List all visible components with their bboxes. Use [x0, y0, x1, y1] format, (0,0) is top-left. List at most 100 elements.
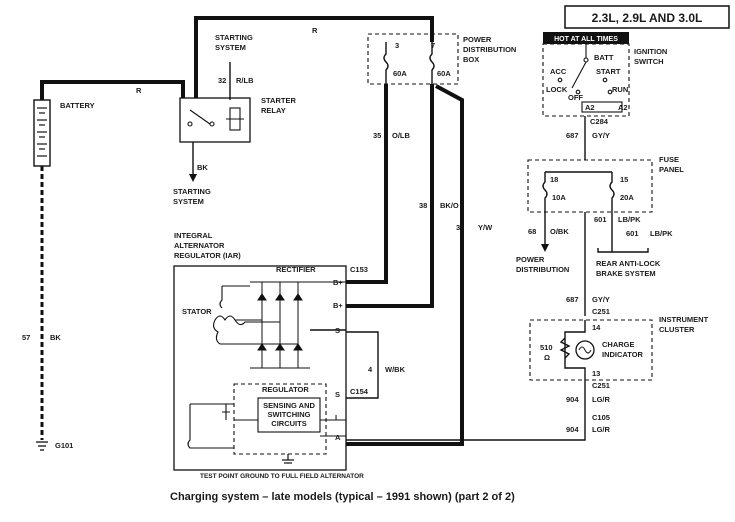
fuse-panel-label-2: PANEL [659, 165, 684, 174]
wire-label-601b: 601 [626, 229, 639, 238]
connector-c284: C284 [590, 117, 609, 126]
terminal-s-2: S [335, 390, 340, 399]
starter-relay-label-2: RELAY [261, 106, 286, 115]
instrument-cluster-label-2: CLUSTER [659, 325, 695, 334]
diagram-caption: Charging system – late models (typical –… [170, 491, 515, 503]
fuse-3-number: 3 [395, 41, 399, 50]
sensing-circuit-box [257, 397, 321, 433]
terminal-a: A [335, 433, 341, 442]
connector-c153: C153 [350, 265, 368, 274]
wire-label-904a: 904 [566, 395, 579, 404]
connector-c251-top: C251 [592, 307, 610, 316]
ignition-switch-contacts [557, 44, 623, 113]
wire-label-68: 68 [528, 227, 536, 236]
wire-4-w-bk [346, 331, 379, 399]
battery-cells [37, 107, 47, 157]
terminal-14: 14 [592, 323, 601, 332]
connector-c251-bottom: C251 [592, 381, 610, 390]
wire-label-r-top: R [312, 26, 318, 35]
connector-c105: C105 [592, 413, 610, 422]
starting-system-bottom-line1: STARTING [173, 187, 211, 196]
power-dist-label-2: DISTRIBUTION [516, 265, 569, 274]
ignition-label-2: SWITCH [634, 57, 664, 66]
hot-at-all-times-box [543, 32, 629, 44]
terminal-i: I [335, 413, 337, 422]
connector-c154: C154 [350, 387, 369, 396]
charge-indicator-label-1: CHARGE [602, 340, 635, 349]
fuse-15-rating: 20A [620, 193, 634, 202]
pdb-label-3: BOX [463, 55, 479, 64]
sensing-label-1: SENSING AND [263, 401, 315, 410]
wire-38-bk-o [346, 84, 434, 308]
cluster-circuit [564, 320, 586, 380]
regulator-box [233, 383, 327, 455]
wire-35-o-lb [346, 84, 388, 284]
wire-label-lg-r-a: LG/R [592, 395, 610, 404]
iar-label-3: REGULATOR (IAR) [174, 251, 241, 260]
fuse-18-number: 18 [550, 175, 558, 184]
ign-a2-left: A2 [585, 103, 595, 112]
ground-label: G101 [55, 441, 73, 450]
wire-label-lb-pk-a: LB/PK [618, 215, 641, 224]
wire-label-w-bk: W/BK [385, 365, 406, 374]
ign-off: OFF [568, 93, 583, 102]
regulator-field-circuit [187, 403, 346, 449]
wire-label-bk-battery: BK [50, 333, 61, 342]
ground-symbol [36, 441, 48, 451]
stator-windings [212, 315, 298, 345]
wire-label-o-bk: O/BK [550, 227, 569, 236]
starting-system-top-line1: STARTING [215, 33, 253, 42]
fuse-18-rating: 10A [552, 193, 566, 202]
pdb-label-2: DISTRIBUTION [463, 45, 516, 54]
resistor-value: 510 [540, 343, 553, 352]
arrow-starting-system [189, 174, 197, 182]
wire-label-38: 38 [419, 201, 427, 210]
pdb-label-1: POWER [463, 35, 492, 44]
wire-36-y-w [346, 84, 464, 446]
wire-label-32: 32 [218, 76, 226, 85]
wire-label-r-lb: R/LB [236, 76, 254, 85]
wire-label-o-lb: O/LB [392, 131, 410, 140]
rectifier-diodes [250, 281, 346, 369]
wire-r-battery [40, 80, 185, 100]
wire-label-687b: 687 [566, 295, 579, 304]
wire-label-4: 4 [368, 365, 373, 374]
model-header-box [564, 5, 730, 29]
fuse-15-symbol [609, 172, 615, 212]
wire-label-57: 57 [22, 333, 30, 342]
wire-label-lb-pk-b: LB/PK [650, 229, 673, 238]
fuse-7-rating: 60A [437, 69, 451, 78]
fuse-panel-box [527, 159, 653, 213]
instrument-cluster-label-1: INSTRUMENT [659, 315, 709, 324]
battery-label: BATTERY [60, 101, 95, 110]
stator-label: STATOR [182, 307, 212, 316]
lamp-filament [578, 346, 592, 354]
model-header: 2.3L, 2.9L AND 3.0L [592, 11, 703, 25]
sensing-label-3: CIRCUITS [271, 419, 306, 428]
fuse-7-symbol [429, 42, 435, 84]
ign-lock: LOCK [546, 85, 568, 94]
terminal-b-plus-1: B+ [333, 278, 343, 287]
wire-label-35: 35 [373, 131, 381, 140]
fuse-3-rating: 60A [393, 69, 407, 78]
ignition-label-1: IGNITION [634, 47, 667, 56]
ign-acc: ACC [550, 67, 567, 76]
rectifier-label: RECTIFIER [276, 265, 316, 274]
sensing-label-2: SWITCHING [268, 410, 311, 419]
wire-601-lb-pk [597, 212, 649, 253]
fuse-3-symbol [383, 42, 389, 84]
wire-label-bk-o: BK/O [440, 201, 459, 210]
starting-system-bottom-line2: SYSTEM [173, 197, 204, 206]
regulator-label: REGULATOR [262, 385, 309, 394]
starting-system-top-line2: SYSTEM [215, 43, 246, 52]
starter-relay-box [179, 97, 251, 143]
ign-run: RUN [612, 85, 628, 94]
wire-label-bk-relay: BK [197, 163, 208, 172]
wire-label-904b: 904 [566, 425, 579, 434]
rear-abs-label-2: BRAKE SYSTEM [596, 269, 656, 278]
wire-r-top [194, 16, 434, 98]
iar-label-2: ALTERNATOR [174, 241, 225, 250]
relay-contacts [187, 107, 244, 131]
wire-label-gy-y-b: GY/Y [592, 295, 610, 304]
